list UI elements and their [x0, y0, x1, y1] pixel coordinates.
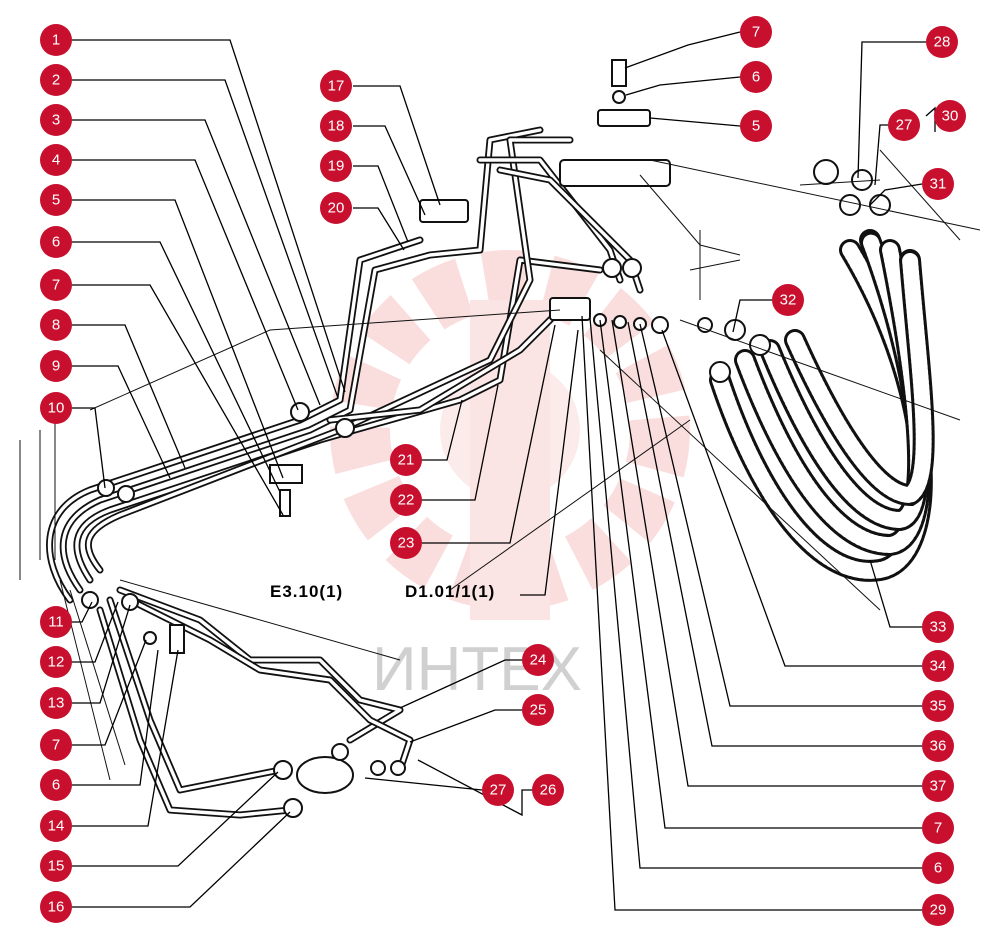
callout-19: 19: [320, 150, 352, 182]
callouts: 1 2 3 4 5 6 7 8 9 10 11 12 13 7 6 14 15 …: [40, 16, 966, 926]
svg-text:11: 11: [48, 614, 64, 631]
svg-text:3: 3: [52, 112, 60, 129]
callout-3: 3: [40, 104, 72, 136]
callout-16: 16: [40, 891, 72, 923]
svg-text:17: 17: [328, 78, 345, 95]
svg-text:28: 28: [934, 34, 951, 51]
callout-30: 30: [934, 100, 966, 132]
callout-17: 17: [320, 70, 352, 102]
callout-24: 24: [522, 644, 554, 676]
callout-6: 6: [40, 226, 72, 258]
callout-2: 2: [40, 64, 72, 96]
svg-text:6: 6: [52, 777, 60, 794]
svg-text:15: 15: [48, 858, 65, 875]
callout-36: 36: [922, 730, 954, 762]
callout-37: 37: [922, 770, 954, 802]
callout-7c: 7: [740, 16, 772, 48]
callout-32: 32: [772, 284, 804, 316]
svg-text:24: 24: [530, 652, 547, 669]
leader-lines: [72, 31, 936, 911]
callout-9: 9: [40, 350, 72, 382]
svg-text:6: 6: [52, 234, 60, 251]
svg-text:12: 12: [48, 654, 65, 671]
svg-text:13: 13: [48, 695, 65, 712]
callout-27b: 27: [482, 774, 514, 806]
svg-text:27: 27: [896, 117, 913, 134]
callout-7d: 7: [922, 812, 954, 844]
callout-29: 29: [922, 894, 954, 926]
callout-18: 18: [320, 110, 352, 142]
svg-text:5: 5: [752, 118, 760, 135]
svg-text:10: 10: [48, 400, 65, 417]
callout-21: 21: [390, 444, 422, 476]
svg-text:6: 6: [752, 69, 760, 86]
callout-20: 20: [320, 192, 352, 224]
svg-text:9: 9: [52, 358, 60, 375]
callout-26: 26: [532, 774, 564, 806]
callout-5: 5: [40, 184, 72, 216]
callout-14: 14: [40, 810, 72, 842]
svg-text:35: 35: [930, 698, 947, 715]
ref-label-e3-10: E3.10(1): [270, 582, 343, 601]
svg-text:26: 26: [540, 782, 557, 799]
svg-text:21: 21: [398, 452, 415, 469]
callout-6b: 6: [40, 769, 72, 801]
callout-7: 7: [40, 269, 72, 301]
callout-23: 23: [390, 527, 422, 559]
svg-text:7: 7: [752, 24, 760, 41]
svg-text:25: 25: [530, 702, 547, 719]
svg-text:6: 6: [934, 860, 942, 877]
svg-text:7: 7: [934, 820, 942, 837]
callout-1: 1: [40, 24, 72, 56]
callout-33: 33: [922, 611, 954, 643]
svg-text:36: 36: [930, 738, 947, 755]
callout-25: 25: [522, 694, 554, 726]
svg-text:32: 32: [780, 292, 797, 309]
svg-text:31: 31: [930, 176, 947, 193]
svg-text:18: 18: [328, 118, 345, 135]
svg-text:7: 7: [52, 277, 60, 294]
svg-text:7: 7: [52, 737, 60, 754]
callout-12: 12: [40, 646, 72, 678]
callout-6d: 6: [922, 852, 954, 884]
svg-text:5: 5: [52, 192, 60, 209]
callout-8: 8: [40, 309, 72, 341]
callout-5b: 5: [740, 110, 772, 142]
svg-text:16: 16: [48, 899, 65, 916]
pipe-bundle: [46, 126, 644, 819]
callout-22: 22: [390, 484, 422, 516]
svg-text:1: 1: [52, 32, 60, 49]
svg-text:30: 30: [942, 108, 959, 125]
callout-15: 15: [40, 850, 72, 882]
callout-6c: 6: [740, 61, 772, 93]
callout-27: 27: [888, 109, 920, 141]
svg-text:22: 22: [398, 492, 415, 509]
callout-10: 10: [40, 392, 72, 424]
svg-text:8: 8: [52, 317, 60, 334]
ref-label-d1-01: D1.01/1(1): [405, 582, 495, 601]
hose-bundle: [709, 229, 935, 582]
svg-text:29: 29: [930, 902, 947, 919]
callout-31: 31: [922, 168, 954, 200]
svg-text:19: 19: [328, 158, 345, 175]
svg-text:23: 23: [398, 535, 415, 552]
svg-text:14: 14: [48, 818, 65, 835]
svg-text:34: 34: [930, 658, 947, 675]
callout-11: 11: [40, 606, 72, 638]
svg-text:33: 33: [930, 619, 947, 636]
callout-35: 35: [922, 690, 954, 722]
callout-4: 4: [40, 144, 72, 176]
svg-text:27: 27: [490, 782, 507, 799]
callout-34: 34: [922, 650, 954, 682]
callout-7b: 7: [40, 729, 72, 761]
svg-text:20: 20: [328, 200, 345, 217]
svg-text:4: 4: [52, 152, 60, 169]
svg-text:37: 37: [930, 778, 947, 795]
callout-13: 13: [40, 687, 72, 719]
svg-text:2: 2: [52, 72, 60, 89]
callout-28: 28: [926, 26, 958, 58]
